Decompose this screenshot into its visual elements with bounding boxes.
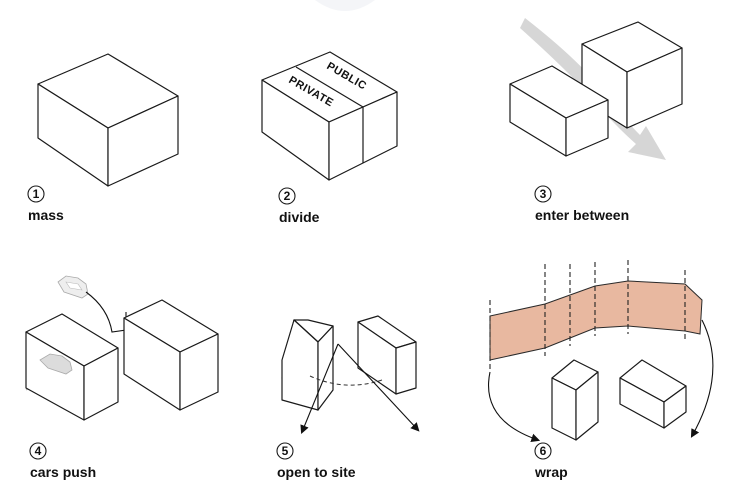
step-5-number: 5	[282, 444, 289, 458]
step-1-caption: mass	[28, 207, 64, 223]
step-3-left-box	[509, 65, 609, 157]
step-6-number: 6	[540, 444, 547, 458]
step-6-label: 6 wrap	[534, 442, 568, 480]
view-arrow-left	[300, 343, 339, 435]
step-1-label: 1 mass	[27, 185, 64, 223]
wrap-dashed-lines	[489, 260, 686, 372]
step-2-number: 2	[284, 189, 291, 203]
step-3-label: 3 enter between	[534, 185, 629, 223]
top-fade	[315, 0, 375, 11]
step-5-left-box	[281, 319, 334, 411]
step-3-right-box	[581, 21, 683, 129]
step-4-caption: cars push	[30, 464, 96, 480]
view-arrow-right	[337, 343, 420, 432]
wrap-arrow-right	[690, 319, 714, 438]
step-3-caption: enter between	[535, 207, 629, 223]
step-5-right-box	[357, 315, 417, 395]
step-2-divided-box: PUBLIC PRIVATE	[261, 51, 398, 181]
car-top-icon	[57, 275, 89, 299]
step-4-label: 4 cars push	[29, 442, 96, 480]
step-6-left-box	[551, 359, 599, 441]
step-2-label: 2 divide	[278, 187, 320, 225]
step-1-mass-box	[37, 53, 179, 187]
step-2-caption: divide	[279, 209, 320, 225]
wrap-arrow-left	[488, 371, 541, 443]
step-6-caption: wrap	[534, 464, 568, 480]
step-5-caption: open to site	[277, 464, 356, 480]
step-1-number: 1	[33, 187, 40, 201]
car-inside-icon	[39, 353, 73, 375]
step-3-number: 3	[540, 187, 547, 201]
car-path-line	[85, 291, 127, 333]
step-4-number: 4	[35, 444, 42, 458]
step-6-right-box	[619, 359, 687, 429]
wrap-band	[489, 280, 703, 361]
opening-curve	[309, 375, 383, 386]
step-4-left-box	[25, 313, 119, 421]
step-5-label: 5 open to site	[276, 442, 356, 480]
step-4-right-box	[123, 299, 219, 411]
